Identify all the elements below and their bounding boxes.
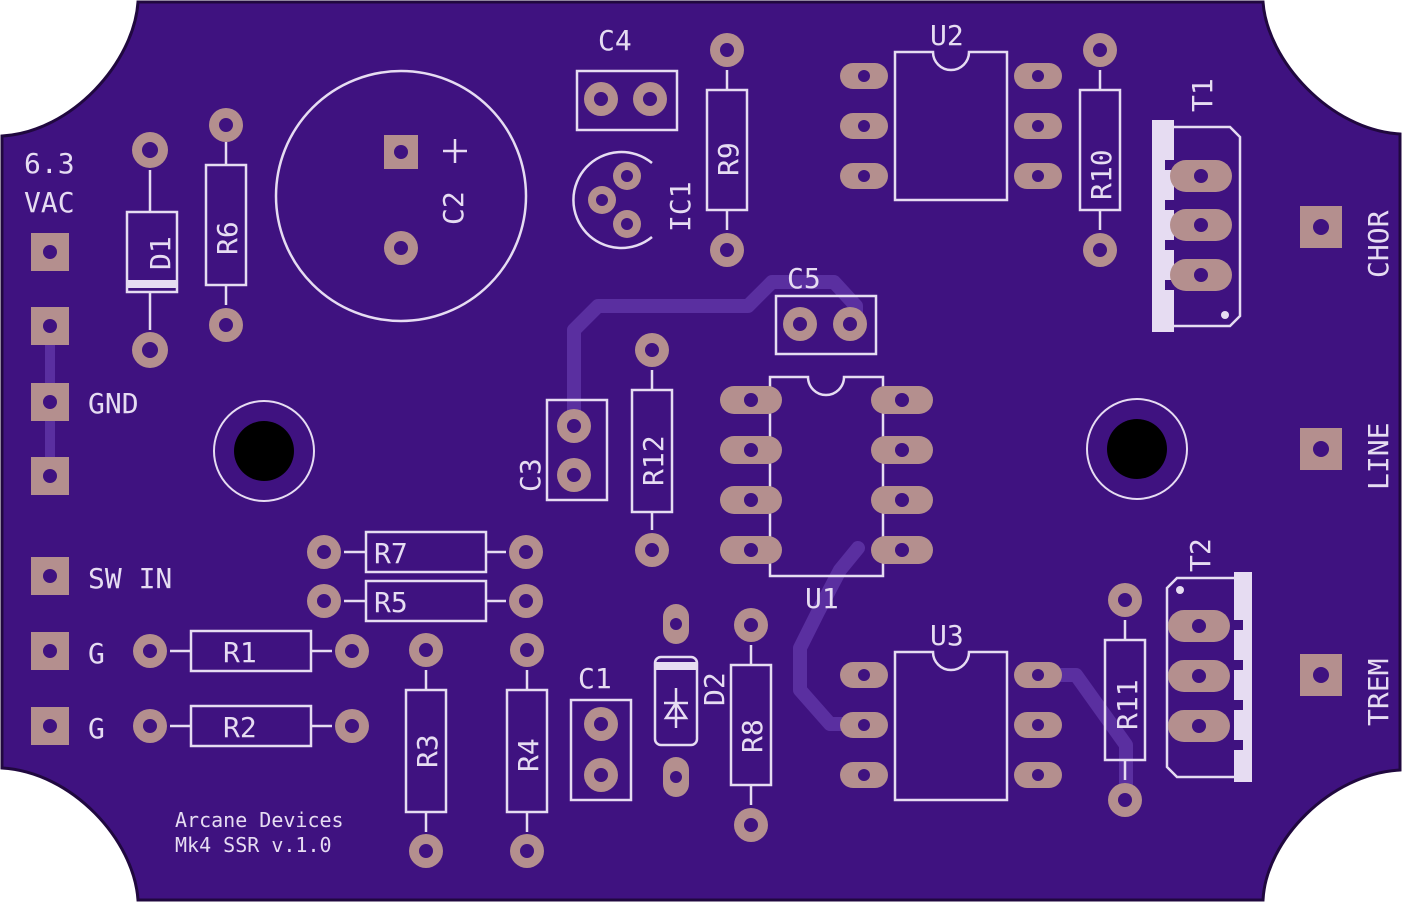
t1-tab <box>1152 120 1174 332</box>
c5-body <box>774 294 878 356</box>
label-d1: D1 <box>144 236 177 270</box>
label-gnd: GND <box>88 387 139 420</box>
mounting-hole-right <box>1086 398 1188 500</box>
label-u3: U3 <box>930 619 964 652</box>
label-g-1: G <box>88 637 105 670</box>
trace-u1-u3 <box>793 541 865 731</box>
label-g-2: G <box>88 712 105 745</box>
label-vac: VAC <box>24 186 75 219</box>
credit-line-2: Mk4 SSR v.1.0 <box>175 833 332 857</box>
label-ic1: IC1 <box>664 181 697 232</box>
label-u1: U1 <box>805 582 839 615</box>
credit-line-1: Arcane Devices <box>175 808 344 832</box>
label-r4: R4 <box>512 738 545 772</box>
label-c4: C4 <box>598 24 632 57</box>
label-t2: T2 <box>1184 538 1217 572</box>
label-r7: R7 <box>374 537 408 570</box>
label-c5: C5 <box>787 262 821 295</box>
label-u2: U2 <box>930 19 964 52</box>
label-d2: D2 <box>698 672 731 706</box>
c2-body <box>274 69 528 323</box>
d1-cathode-band <box>127 280 177 288</box>
c4-body <box>575 69 679 132</box>
mounting-hole-left <box>213 400 315 502</box>
label-r6: R6 <box>211 221 244 255</box>
label-r10: R10 <box>1085 149 1118 200</box>
label-c1: C1 <box>578 662 612 695</box>
c3-body <box>545 398 609 502</box>
label-sw-in: SW IN <box>88 562 172 595</box>
t2-tab <box>1234 572 1252 782</box>
label-trem: TREM <box>1362 659 1395 726</box>
label-r12: R12 <box>637 435 670 486</box>
label-vac-voltage: 6.3 <box>24 147 75 180</box>
u3-body <box>893 650 1009 802</box>
label-r8: R8 <box>736 719 769 753</box>
d2-cathode-band <box>655 662 697 670</box>
trace-c3-c5 <box>567 275 863 435</box>
d1-body <box>125 210 179 294</box>
label-c2: C2 <box>437 191 470 225</box>
d2-body <box>653 655 699 747</box>
label-t1: T1 <box>1186 78 1219 112</box>
t1-pin1-dot <box>1221 311 1229 319</box>
label-r11: R11 <box>1111 679 1144 730</box>
silkscreen-outlines <box>125 50 1252 832</box>
c1-body <box>569 698 633 802</box>
connector-pads-left[interactable] <box>31 233 69 745</box>
label-r2: R2 <box>223 711 257 744</box>
label-r1: R1 <box>223 636 257 669</box>
u1-body <box>768 375 885 578</box>
label-r9: R9 <box>712 142 745 176</box>
label-chor: CHOR <box>1362 210 1395 278</box>
label-line: LINE <box>1362 423 1395 490</box>
ic1-body <box>572 150 653 250</box>
label-r3: R3 <box>411 734 444 768</box>
label-c3: C3 <box>514 458 547 492</box>
label-r5: R5 <box>374 586 408 619</box>
t2-pin1-dot <box>1176 586 1184 594</box>
u2-body <box>893 50 1009 202</box>
